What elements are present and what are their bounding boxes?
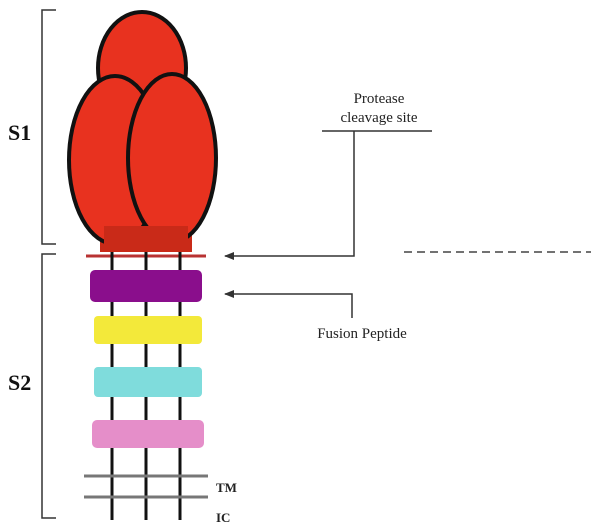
s1-label: S1 bbox=[8, 120, 31, 145]
protease-label-line1: Protease bbox=[354, 91, 405, 107]
cyan-domain-block bbox=[94, 367, 202, 397]
pink-domain-block bbox=[92, 420, 204, 448]
fusion-peptide-block bbox=[90, 270, 202, 302]
s1-right-lobe bbox=[128, 74, 216, 242]
fusion-peptide-arrow bbox=[225, 294, 352, 318]
fusion-peptide-label: Fusion Peptide bbox=[317, 326, 407, 342]
yellow-domain-block bbox=[94, 316, 202, 344]
s2-bracket bbox=[42, 254, 56, 518]
ic-label: IC bbox=[216, 510, 230, 525]
tm-label: TM bbox=[216, 480, 237, 495]
s2-label: S2 bbox=[8, 370, 31, 395]
protease-label-line2: cleavage site bbox=[340, 110, 417, 126]
s1-head bbox=[69, 12, 216, 252]
protease-arrow bbox=[225, 131, 354, 256]
s1-bracket bbox=[42, 10, 56, 244]
